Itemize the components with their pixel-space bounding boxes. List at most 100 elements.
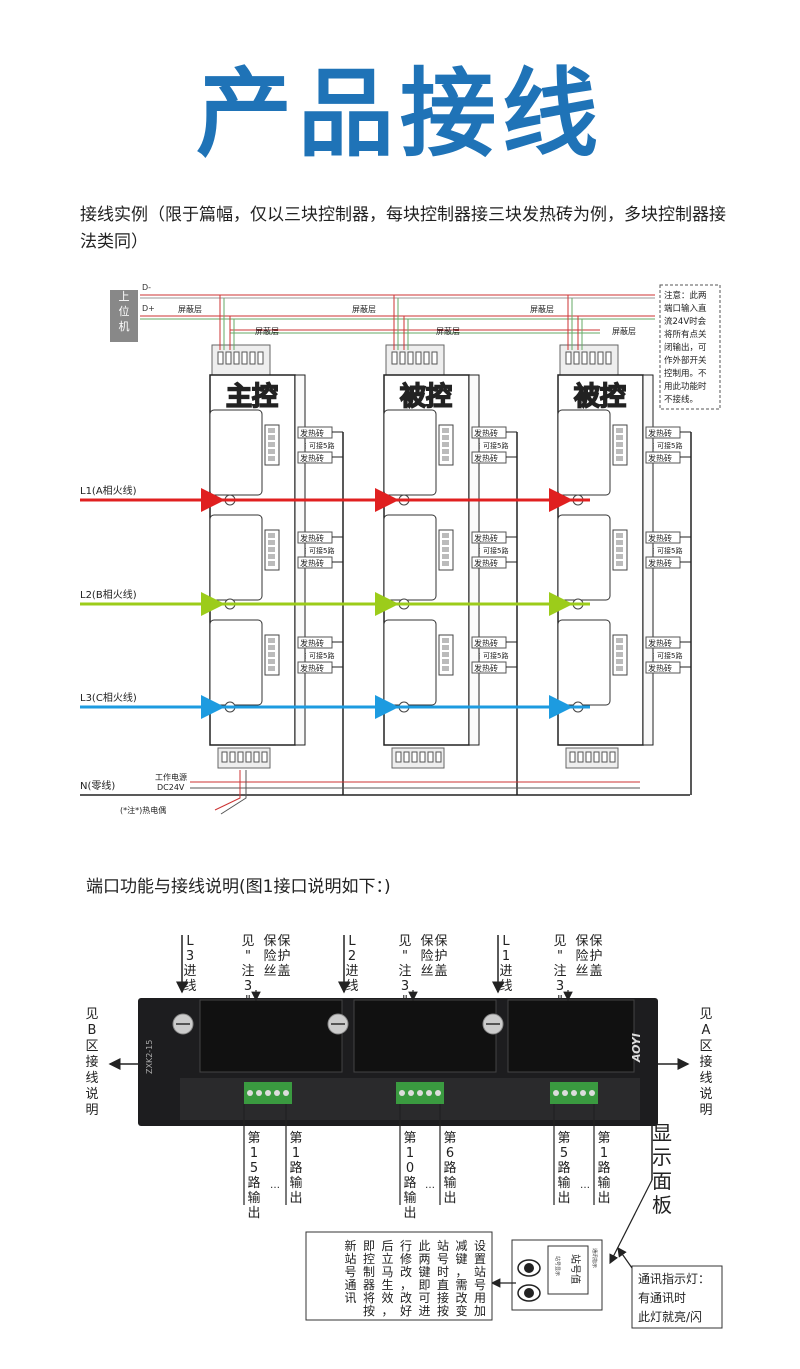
can-connect-label: ⋮可接5路 — [302, 441, 334, 450]
shield-label-6: 屏蔽层 — [612, 326, 636, 336]
fuse-label: 保护盖 — [589, 934, 602, 979]
page-title: 产品接线 — [196, 58, 604, 170]
svg-text:…: … — [580, 1180, 590, 1191]
svg-text:…: … — [270, 1180, 280, 1191]
fuse-label: 保护盖 — [434, 934, 447, 979]
device-body — [138, 998, 658, 1126]
svg-text:设置站号用加减键，需改变站号时直接按此两键即可进行修改，改好: 设置站号用加减键，需改变站号时直接按此两键即可进行修改，改好后立马生效，即控制器… — [344, 1238, 486, 1318]
can-connect-label: ⋮可接5路 — [650, 546, 682, 555]
section2-title: 端口功能与接线说明(图1接口说明如下：) — [86, 877, 391, 897]
note-text: 注意：此两端口输入直流24V时会 将所有点关闭输出，可作外部开关 控制用。不用此… — [664, 290, 709, 405]
controller-title-2: 被控 — [400, 382, 452, 412]
fuse-label: 保护盖 — [277, 934, 290, 979]
terminal-blocks — [244, 1082, 598, 1104]
svg-text:见"注3": 见"注3" — [398, 934, 411, 1009]
thermo-label: (*注*)热电偶 — [120, 805, 166, 815]
can-connect-label: ⋮可接5路 — [302, 651, 334, 660]
svg-text:保险丝: 保险丝 — [420, 934, 433, 979]
can-connect-label: ⋮可接5路 — [476, 441, 508, 450]
fuse-label: 保险丝 — [575, 934, 588, 979]
display-panel-label: 显示面板 — [652, 1121, 672, 1217]
power-label: 工作电源 — [155, 772, 187, 782]
comm-indicator-small: 通讯指示 — [591, 1248, 598, 1268]
phase-label-l2: L2(B相火线) — [80, 588, 137, 601]
svg-text:发热砖: 发热砖 — [474, 533, 498, 543]
svg-text:发热砖: 发热砖 — [648, 558, 672, 568]
svg-text:保护盖: 保护盖 — [277, 934, 290, 979]
station-instruction-text: 设置站号用加减键，需改变站号时直接按此两键即可进行修改，改好后立马生效，即控制器… — [344, 1238, 486, 1318]
svg-text:发热砖: 发热砖 — [300, 453, 324, 463]
svg-text:发热砖: 发热砖 — [300, 428, 324, 438]
shield-label-2: 屏蔽层 — [255, 326, 279, 336]
can-connect-label: ⋮可接5路 — [476, 651, 508, 660]
host-box — [110, 290, 138, 342]
fuse-cover-l2 — [353, 999, 497, 1073]
shield-label-5: 屏蔽层 — [530, 304, 554, 314]
controller-title-1: 主控 — [226, 382, 278, 412]
svg-text:发热砖: 发热砖 — [648, 453, 672, 463]
comm-indicator-box — [631, 1265, 723, 1329]
fuse-label: 保险丝 — [263, 934, 276, 979]
svg-text:保险丝: 保险丝 — [263, 934, 276, 979]
phase-label-l3: L3(C相火线) — [80, 691, 137, 704]
shield-label-4: 屏蔽层 — [436, 326, 460, 336]
brand-logo: AOYI — [630, 1033, 643, 1063]
can-connect-label: ⋮可接5路 — [650, 651, 682, 660]
fuse-cover-l3 — [199, 999, 343, 1073]
host-label: 上位机 — [119, 290, 130, 333]
station-instruction-box — [305, 1231, 493, 1321]
svg-text:发热砖: 发热砖 — [474, 558, 498, 568]
station-panel — [511, 1239, 603, 1311]
can-connect-label: ⋮可接5路 — [302, 546, 334, 555]
svg-text:发热砖: 发热砖 — [648, 663, 672, 673]
svg-text:保护盖: 保护盖 — [434, 934, 447, 979]
fuse-label: 保险丝 — [420, 934, 433, 979]
controller-title-3: 被控 — [574, 382, 626, 412]
svg-text:发热砖: 发热砖 — [474, 663, 498, 673]
svg-text:发热砖: 发热砖 — [474, 453, 498, 463]
svg-text:保护盖: 保护盖 — [589, 934, 602, 979]
shield-label-1: 屏蔽层 — [178, 304, 202, 314]
svg-text:发热砖: 发热砖 — [648, 428, 672, 438]
can-connect-label: ⋮可接5路 — [476, 546, 508, 555]
neutral-label: N(零线) — [80, 779, 115, 792]
svg-text:显示面板: 显示面板 — [652, 1121, 672, 1217]
svg-text:发热砖: 发热砖 — [300, 533, 324, 543]
model-text: ZXK2-15 — [145, 1040, 154, 1074]
plus-minus-keys[interactable] — [517, 1259, 541, 1302]
svg-text:发热砖: 发热砖 — [300, 558, 324, 568]
station-display-small: 站号显示 — [554, 1256, 561, 1276]
svg-text:…: … — [425, 1180, 435, 1191]
fuse-cover-l1 — [507, 999, 635, 1073]
intro-text: 接线实例（限于篇幅，仅以三块控制器，每块控制器接三块发热砖为例，多块控制器接法类… — [80, 205, 726, 252]
phase-label-l1: L1(A相火线) — [80, 484, 137, 497]
svg-text:发热砖: 发热砖 — [648, 638, 672, 648]
d-minus-label: D- — [142, 283, 151, 292]
svg-text:发热砖: 发热砖 — [648, 533, 672, 543]
can-connect-label: ⋮可接5路 — [650, 441, 682, 450]
